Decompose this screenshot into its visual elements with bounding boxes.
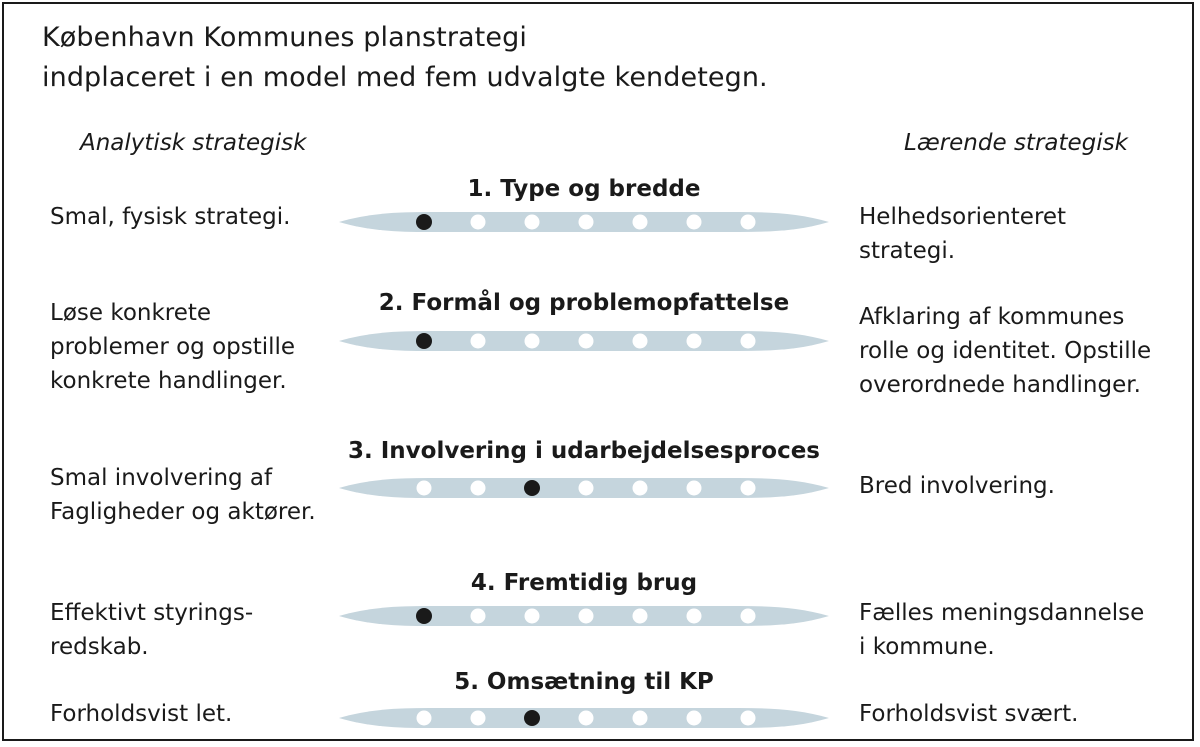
scale-marker-selected (416, 608, 432, 624)
right-column-heading: Lærende strategisk (904, 130, 1128, 156)
scale-graphic (339, 478, 829, 498)
dimension-1-title: 1. Type og bredde (467, 176, 701, 202)
dimension-2-title: 2. Formål og problemopfattelse (378, 290, 790, 316)
scale-point (578, 214, 594, 230)
scale-point (470, 710, 486, 726)
dimension-3-scale (339, 476, 829, 500)
scale-point (632, 333, 648, 349)
scale-point (470, 480, 486, 496)
dimension-4-left-text: Effektivt styrings- redskab. (50, 600, 254, 660)
scale-point (470, 333, 486, 349)
scale-point (470, 214, 486, 230)
scale-graphic (339, 708, 829, 728)
dimension-2-right-text: Afklaring af kommunes rolle og identitet… (859, 304, 1152, 398)
scale-point (686, 333, 702, 349)
scale-point (524, 333, 540, 349)
dimension-5-right-text: Forholdsvist svært. (859, 701, 1079, 727)
scale-point (686, 608, 702, 624)
dimension-5-title: 5. Omsætning til KP (454, 669, 714, 695)
dimension-3-right-text: Bred involvering. (859, 473, 1055, 499)
scale-point (416, 710, 432, 726)
scale-point (740, 214, 756, 230)
scale-point (632, 214, 648, 230)
title-line-2: indplaceret i en model med fem udvalgte … (42, 62, 768, 93)
scale-point (632, 608, 648, 624)
scale-marker-selected (524, 480, 540, 496)
scale-point (740, 710, 756, 726)
dimension-1-scale (339, 210, 829, 234)
dimension-1-right-text: Helhedsorienteret strategi. (859, 204, 1067, 264)
left-column-heading: Analytisk strategisk (80, 130, 307, 156)
dimension-2-left-text: Løse konkrete problemer og opstille konk… (50, 300, 296, 394)
scale-point (524, 214, 540, 230)
dimension-4-scale (339, 604, 829, 628)
dimension-5-scale (339, 706, 829, 730)
scale-graphic (339, 331, 829, 351)
scale-marker-selected (416, 214, 432, 230)
dimension-3-left-text: Smal involvering af Fagligheder og aktør… (50, 465, 316, 525)
scale-point (578, 710, 594, 726)
dimension-5-left-text: Forholdsvist let. (50, 701, 233, 727)
scale-point (686, 710, 702, 726)
scale-point (632, 710, 648, 726)
scale-point (416, 480, 432, 496)
dimension-1-left-text: Smal, fysisk strategi. (50, 204, 291, 230)
scale-marker-selected (524, 710, 540, 726)
scale-point (632, 480, 648, 496)
scale-point (686, 214, 702, 230)
scale-graphic (339, 606, 829, 626)
scale-point (470, 608, 486, 624)
scale-point (578, 608, 594, 624)
dimension-2-scale (339, 329, 829, 353)
dimension-4-title: 4. Fremtidig brug (470, 570, 698, 596)
scale-point (740, 608, 756, 624)
scale-graphic (339, 212, 829, 232)
scale-point (578, 480, 594, 496)
scale-marker-selected (416, 333, 432, 349)
scale-point (578, 333, 594, 349)
scale-point (524, 608, 540, 624)
scale-point (740, 333, 756, 349)
dimension-3-title: 3. Involvering i udarbejdelsesproces (347, 438, 821, 464)
scale-point (686, 480, 702, 496)
dimension-4-right-text: Fælles meningsdannelse i kommune. (859, 600, 1145, 660)
title-line-1: København Kommunes planstrategi (42, 22, 527, 53)
diagram-title: København Kommunes planstrategi indplace… (42, 18, 768, 98)
scale-point (740, 480, 756, 496)
